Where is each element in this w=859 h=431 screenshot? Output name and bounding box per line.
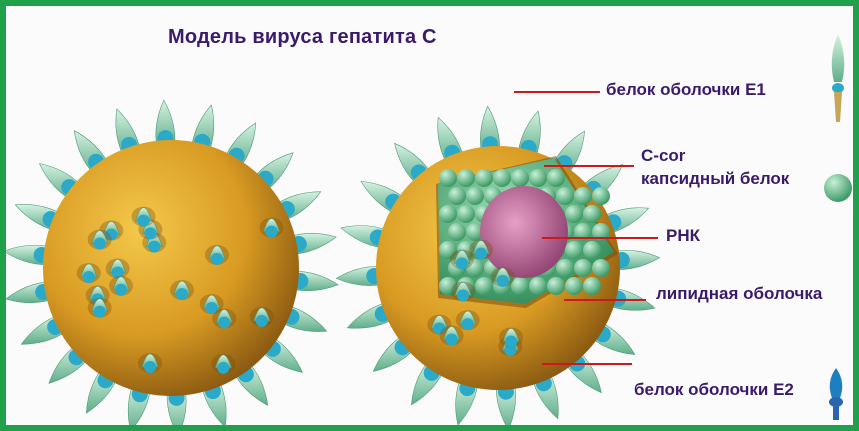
surface-spike-base [94, 306, 106, 318]
surface-spike-base [462, 318, 474, 330]
virus-illustration [6, 6, 859, 431]
surface-spike-base [475, 248, 487, 260]
surface-spike-base [138, 215, 150, 227]
label-rna: РНК [666, 226, 700, 246]
capsid-bead [547, 169, 565, 187]
capsid-bead [565, 241, 583, 259]
capsid-bead [475, 277, 493, 295]
capsid-bead [448, 187, 466, 205]
surface-spike-base [144, 361, 156, 373]
rna-core [480, 186, 568, 278]
capsid-bead [547, 277, 565, 295]
capsid-bead [583, 241, 601, 259]
surface-spike-base [457, 289, 469, 301]
intact-virion [6, 100, 338, 431]
surface-spike-base [83, 271, 95, 283]
capsid-bead [475, 169, 493, 187]
capsid-bead [448, 223, 466, 241]
surface-spike-base [217, 362, 229, 374]
capsid-bead [574, 187, 592, 205]
figure-title: Модель вируса гепатита C [168, 26, 437, 49]
capsid-bead [511, 169, 529, 187]
capsid-bead [457, 205, 475, 223]
capsid-bead [556, 187, 574, 205]
surface-spike-base [148, 241, 160, 253]
label-lipid-envelope: липидная оболочка [656, 284, 822, 304]
e1-protein-icon [832, 34, 845, 122]
surface-spike-base [94, 238, 106, 250]
capsid-bead [457, 169, 475, 187]
capsid-bead [574, 259, 592, 277]
capsid-bead [565, 205, 583, 223]
surface-spike-base [176, 288, 188, 300]
capsid-bead [583, 277, 601, 295]
capsid-bead [583, 205, 601, 223]
surface-spike-base [256, 315, 268, 327]
label-capsid-protein: капсидный белок [641, 169, 789, 189]
surface-spike-base [456, 257, 468, 269]
capsid-bead [529, 277, 547, 295]
capsid-bead [592, 259, 610, 277]
capsid-bead [556, 259, 574, 277]
cutaway-virion [336, 106, 659, 429]
label-e1-protein: белок оболочки E1 [606, 80, 766, 100]
capsid-bead [493, 169, 511, 187]
label-e2-protein: белок оболочки E2 [634, 380, 794, 400]
capsid-bead [439, 169, 457, 187]
capsid-bead [592, 187, 610, 205]
surface-spike-base [266, 226, 278, 238]
capsid-bead [565, 277, 583, 295]
surface-spike-base [115, 284, 127, 296]
surface-spike-base [218, 316, 230, 328]
surface-spike-base [144, 227, 156, 239]
surface-spike-base [446, 334, 458, 346]
surface-spike-base [211, 253, 223, 265]
capsid-bead [439, 205, 457, 223]
label-c-core: C-cor [641, 146, 685, 166]
capsid-protein-icon [824, 174, 852, 202]
surface-spike-base [505, 335, 517, 347]
e2-protein-icon [829, 368, 843, 420]
surface-spike-base [497, 275, 509, 287]
capsid-bead [466, 187, 484, 205]
capsid-bead [529, 169, 547, 187]
